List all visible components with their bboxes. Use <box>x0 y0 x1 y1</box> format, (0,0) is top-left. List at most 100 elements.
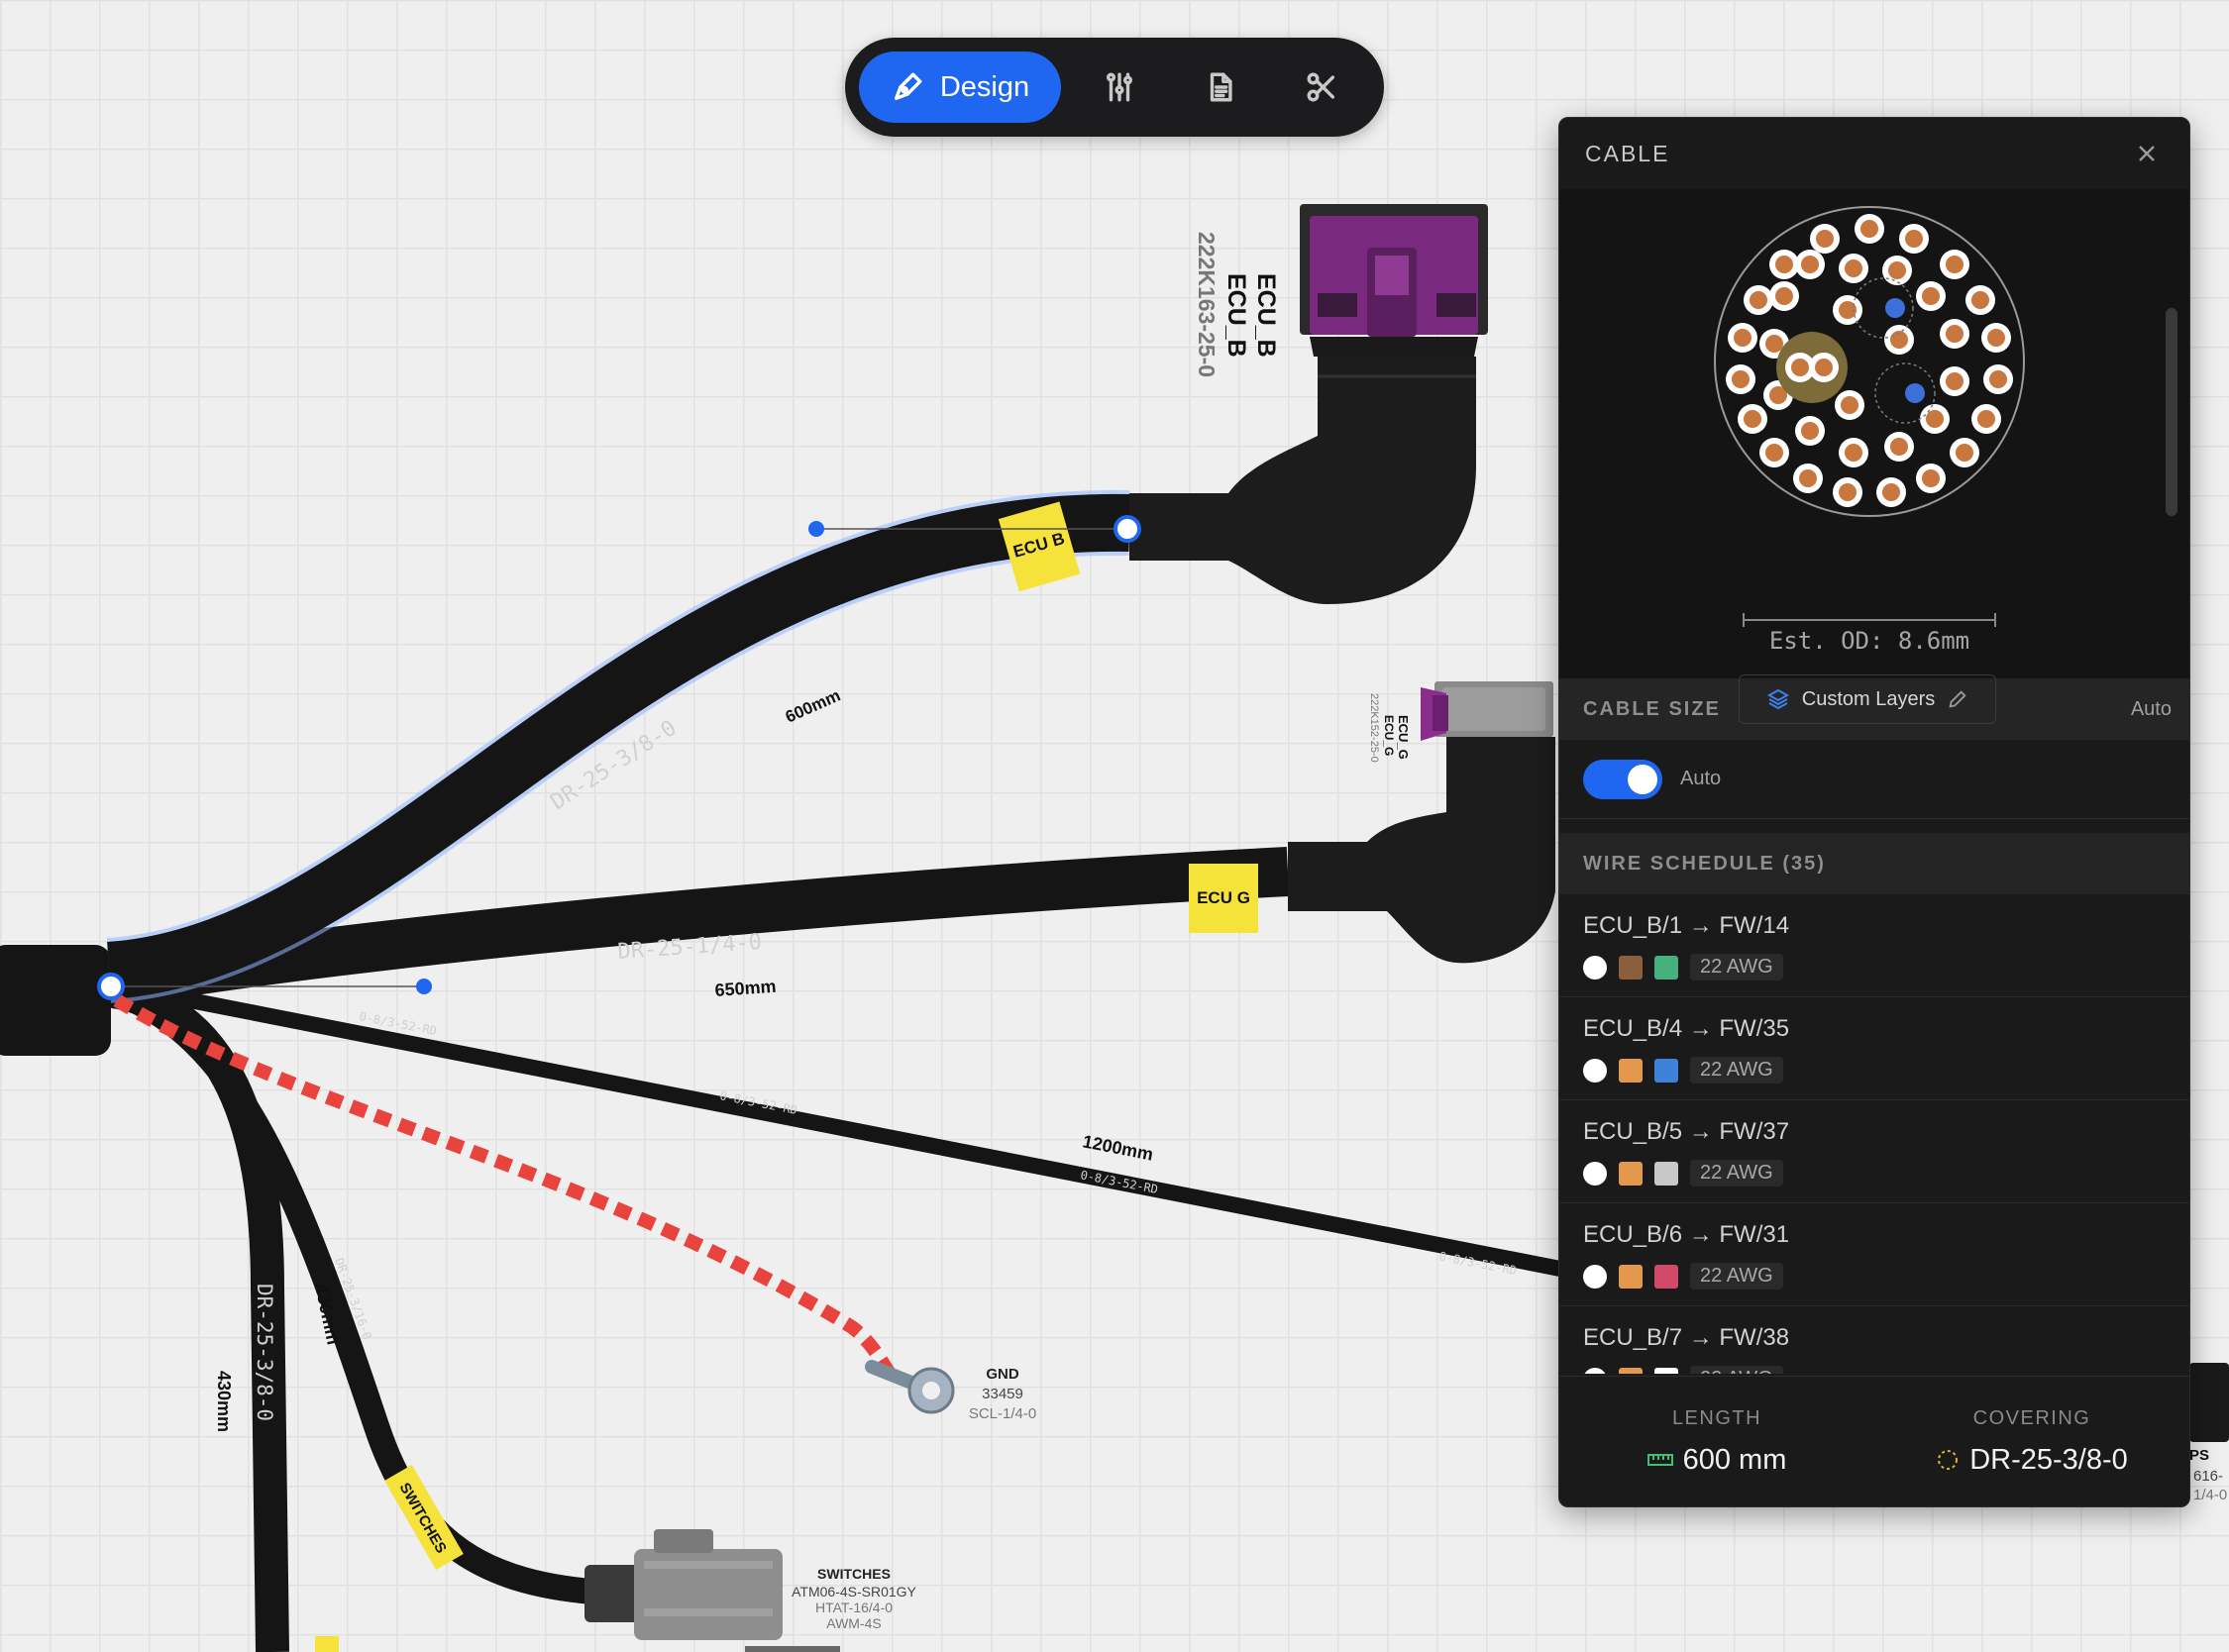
ruler-icon <box>1646 1454 1673 1466</box>
close-icon <box>2139 146 2155 161</box>
gnd-ring-terminal[interactable] <box>865 1360 955 1414</box>
wire-conductor-core <box>1775 256 1793 273</box>
wire-schedule-item[interactable]: ECU_B/1 → FW/14 22 AWG <box>1559 894 2189 997</box>
pins-icon <box>1106 72 1133 102</box>
svg-text:SCL-1/4-0: SCL-1/4-0 <box>969 1405 1036 1422</box>
wire-conductor-core <box>1801 422 1819 440</box>
svg-text:AWM-4S: AWM-4S <box>826 1615 881 1631</box>
wire-schedule-item[interactable]: ECU_B/7 → FW/3822 AWG <box>1559 1306 2189 1374</box>
auto-size-toggle[interactable] <box>1583 759 1662 799</box>
bezier-handles[interactable] <box>97 515 1141 1000</box>
pins-mode-button[interactable] <box>1077 52 1162 123</box>
branch-dr-25-3-8-0[interactable] <box>106 493 1130 999</box>
wire-route-label: ECU_B/6 → FW/31 <box>1583 1221 1790 1248</box>
pair-b-marker <box>1905 383 1925 403</box>
label-branch-5-length: 430mm <box>214 1371 234 1432</box>
wire-color-swatch <box>1619 1161 1643 1186</box>
label-branch-3-length: 1200mm <box>1081 1131 1155 1164</box>
ecu-b-part: 222K163-25-0 <box>1194 232 1220 377</box>
tag-ecu-g[interactable]: ECU G <box>1189 864 1258 933</box>
auto-size-toggle-label: Auto <box>1680 768 1722 789</box>
wire-schedule-item[interactable]: ECU_B/6 → FW/31 22 AWG <box>1559 1203 2189 1306</box>
handle-control-top[interactable] <box>808 521 824 537</box>
ecu-b-boot[interactable] <box>1129 357 1476 604</box>
switches-connector[interactable] <box>584 1529 783 1640</box>
svg-text:33459: 33459 <box>982 1386 1023 1402</box>
document-icon <box>1210 72 1232 102</box>
wire-conductor-core <box>1956 444 1973 462</box>
handle-end-top[interactable] <box>1114 515 1141 543</box>
wire-conductor-core <box>1775 287 1793 305</box>
ecu-b-connector[interactable] <box>1300 204 1488 357</box>
close-panel-button[interactable] <box>2130 137 2164 170</box>
tag-ecu-b[interactable]: ECU B <box>998 501 1081 592</box>
wire-route-label: ECU_B/1 → FW/14 <box>1583 912 1790 939</box>
label-branch-1-length: 600mm <box>783 685 843 726</box>
pen-icon <box>894 72 922 101</box>
panel-title: CABLE <box>1585 140 1670 166</box>
trunk-end[interactable] <box>0 945 111 1056</box>
layers-icon <box>1766 688 1789 710</box>
panel-scrollbar[interactable] <box>2166 189 2177 580</box>
twisted-pair-b <box>1874 362 1936 424</box>
wire-conductor-core <box>1946 372 1964 390</box>
handle-end-bottom[interactable] <box>97 973 125 1000</box>
wire-color-swatch <box>1583 1058 1607 1083</box>
edge-connector[interactable] <box>2189 1363 2229 1442</box>
scissors-icon <box>1307 72 1335 102</box>
wire-conductor-core <box>1769 386 1787 404</box>
length-value: 600 mm <box>1682 1443 1787 1476</box>
wire-color-swatch <box>1583 1161 1607 1186</box>
switches-label: SWITCHES ATM06-4S-SR01GY HTAT-16/4-0 AWM… <box>792 1566 916 1631</box>
twisted-pair-a <box>1853 277 1914 339</box>
cable-size-value: Auto <box>2130 697 2172 720</box>
wire-color-swatch <box>1583 955 1607 980</box>
covering-value: DR-25-3/8-0 <box>1969 1443 2128 1476</box>
pair-a-marker <box>1885 298 1905 318</box>
wire-conductor-core <box>1765 444 1783 462</box>
edit-pencil-icon <box>1949 690 1966 708</box>
wire-conductor-core <box>1815 359 1833 376</box>
wire-conductor-core <box>1977 410 1995 428</box>
wire-conductor-core <box>1734 329 1751 347</box>
wire-route-label: ECU_B/4 → FW/35 <box>1583 1015 1790 1042</box>
covering-ring-icon <box>1938 1450 1959 1470</box>
wire-conductor-core <box>1946 256 1964 273</box>
custom-layers-button[interactable]: Custom Layers <box>1739 674 1996 724</box>
wire-color-swatch <box>1583 1264 1607 1289</box>
wire-color-swatch <box>1654 955 1678 980</box>
wire-conductor-core <box>1860 220 1878 238</box>
wire-conductor-core <box>1888 261 1906 279</box>
ecu-g-boot[interactable] <box>1288 737 1555 964</box>
design-mode-button[interactable]: Design <box>859 52 1061 123</box>
wire-conductor-core <box>1922 287 1940 305</box>
cable-size-title: CABLE SIZE <box>1583 697 1721 720</box>
cut-mode-button[interactable] <box>1279 52 1364 123</box>
wire-conductor-core <box>1845 259 1862 277</box>
wire-route-label: ECU_B/7 → FW/38 <box>1583 1324 1790 1351</box>
branch-0-8-3-52-rd[interactable] <box>107 977 1567 1278</box>
wire-color-swatch <box>1583 1367 1607 1374</box>
edge-connector-label: PS 616- 1/4-0 <box>2189 1447 2227 1503</box>
covering-label: COVERING <box>1972 1406 2091 1429</box>
wire-color-swatch <box>1654 1264 1678 1289</box>
svg-text:PS: PS <box>2189 1447 2209 1464</box>
document-mode-button[interactable] <box>1178 52 1263 123</box>
gnd-label: GND 33459 SCL-1/4-0 <box>969 1366 1036 1422</box>
wire-conductor-core <box>1801 256 1819 273</box>
branch-dr-25-3-16-0[interactable] <box>105 978 605 1605</box>
wire-color-swatch <box>1619 1264 1643 1289</box>
handle-control-bottom[interactable] <box>416 979 432 994</box>
wire-gauge-badge: 22 AWG <box>1690 954 1783 981</box>
wire-gauge-badge: 22 AWG <box>1690 1263 1783 1290</box>
gnd-wire[interactable] <box>113 994 898 1381</box>
tag-switches[interactable]: SWITCHES <box>384 1464 464 1571</box>
ecu-g-connector[interactable] <box>1421 681 1553 741</box>
wire-conductor-core <box>1890 438 1908 456</box>
label-branch-2-length: 650mm <box>714 977 777 1000</box>
svg-text:ATM06-4S-SR01GY: ATM06-4S-SR01GY <box>792 1584 916 1600</box>
